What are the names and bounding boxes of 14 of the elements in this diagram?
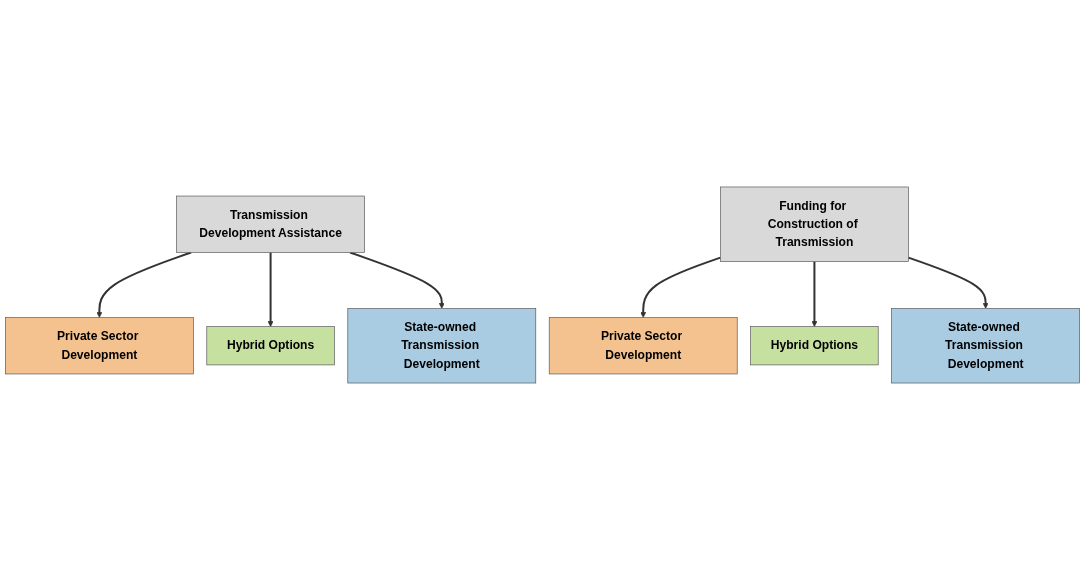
node-box: State-owned Transmission Development [347, 308, 537, 384]
node-box: Private Sector Development [548, 317, 738, 375]
arrow [96, 251, 192, 318]
node-box: Transmission Development Assistance [176, 195, 365, 253]
node-box: Private Sector Development [5, 317, 194, 375]
arrow [811, 261, 818, 327]
arrow [640, 256, 721, 318]
arrow [349, 251, 445, 309]
node-box: Hybrid Options [750, 326, 879, 366]
node-box: Funding for Construction of Transmission [720, 186, 909, 262]
node-box: State-owned Transmission Development [891, 308, 1080, 384]
arrow [908, 256, 989, 309]
arrow [267, 252, 274, 327]
node-box: Hybrid Options [206, 326, 335, 366]
